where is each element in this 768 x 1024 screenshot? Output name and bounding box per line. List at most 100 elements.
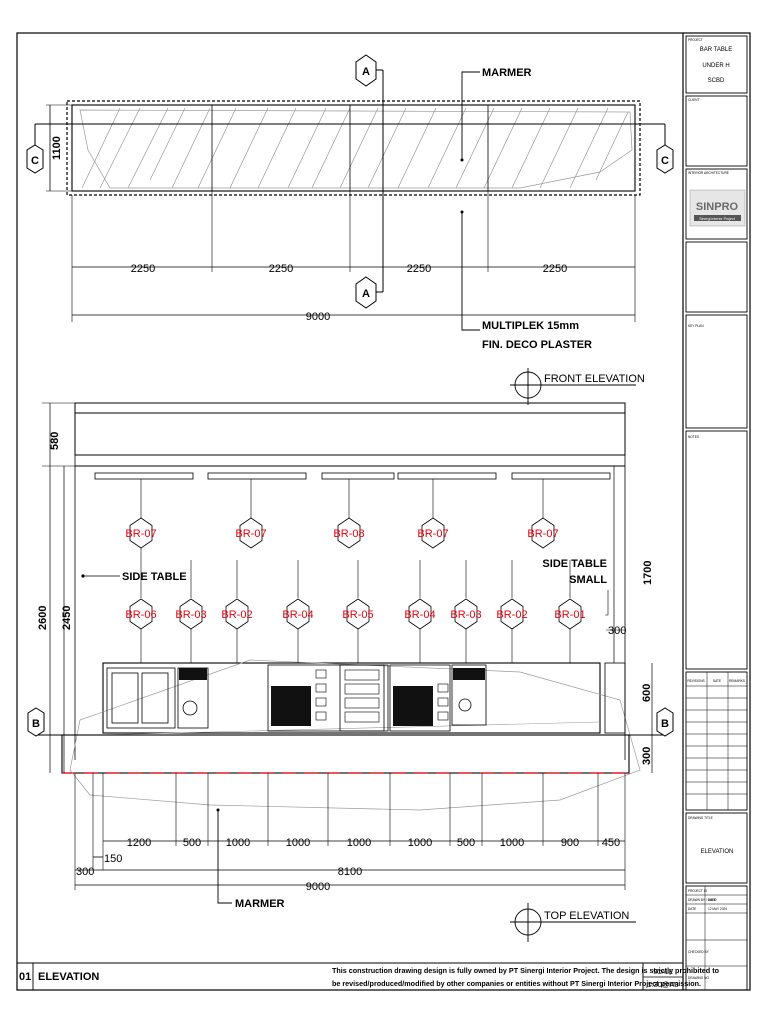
light-tag-label: BR-07 [125, 528, 156, 540]
light-tag-label: BR-02 [496, 609, 527, 621]
top-view [34, 69, 666, 331]
light-tag: BR-08 [333, 517, 365, 549]
svg-text:PROJECT ID: PROJECT ID [688, 889, 708, 893]
light-tag-label: BR-01 [554, 609, 585, 621]
light-tag-label: BR-04 [404, 609, 435, 621]
dim-8100: 8100 [338, 866, 362, 878]
light-tag-label: BR-07 [417, 528, 448, 540]
svg-text:DATE: DATE [688, 907, 696, 911]
svg-text:1000: 1000 [286, 837, 310, 849]
svg-text:2250: 2250 [407, 263, 431, 275]
light-tag-label: BR-05 [342, 609, 373, 621]
svg-text:1000: 1000 [226, 837, 250, 849]
project-line-2: UNDER H [702, 63, 729, 69]
multiplex-label-1: MULTIPLEK 15mm [482, 320, 579, 332]
project-line-1: BAR TABLE [700, 47, 732, 53]
svg-text:1000: 1000 [500, 837, 524, 849]
svg-text:REVISIONS: REVISIONS [687, 679, 704, 683]
light-tag: BR-07 [417, 517, 449, 549]
section-marker-a-top[interactable]: A [355, 54, 377, 87]
svg-text:A: A [362, 66, 370, 78]
notice-line-1: This construction drawing design is full… [332, 966, 720, 975]
side-table-label: SIDE TABLE [122, 571, 187, 583]
scale-label: SCALE [653, 970, 673, 976]
svg-text:DRAWING TITLE: DRAWING TITLE [688, 816, 713, 820]
front-elevation [36, 402, 665, 811]
light-tag: BR-02 [221, 598, 253, 630]
title-block-drawing-title: ELEVATION [701, 849, 734, 855]
notice-line-2: be revised/produced/modified by other co… [332, 979, 701, 988]
project-line-3: SCBD [708, 78, 725, 84]
light-tag-label: BR-03 [450, 609, 481, 621]
svg-text:12 MAY 2024: 12 MAY 2024 [708, 907, 727, 911]
light-tags-lower: BR-06 BR-03 BR-02 BR-04 BR-05 BR-04 BR-03 BR-02… [125, 598, 586, 630]
footer: 01 ELEVATION This construction drawing d… [19, 963, 720, 990]
svg-text:VIN/D: VIN/D [708, 898, 717, 902]
section-marker-b-right[interactable]: B [656, 707, 674, 737]
dim-580: 580 [49, 432, 61, 450]
bottom-segment-dims: 1200 500 1000 1000 1000 1000 500 1000 90… [127, 837, 620, 849]
light-tags-upper: BR-07 BR-07 BR-08 BR-07 BR-07 [125, 517, 559, 549]
light-tag: BR-06 [125, 598, 157, 630]
front-elevation-title-group: FRONT ELEVATION [510, 368, 645, 405]
svg-text:DRAWN BY / DATE: DRAWN BY / DATE [688, 898, 716, 902]
light-tag-label: BR-04 [282, 609, 313, 621]
svg-text:1200: 1200 [127, 837, 151, 849]
svg-text:DRAWING NO: DRAWING NO [688, 976, 709, 980]
light-tag-label: BR-02 [221, 609, 252, 621]
svg-text:1000: 1000 [347, 837, 371, 849]
light-tag: BR-05 [342, 598, 374, 630]
side-table-small-label-1: SIDE TABLE [542, 558, 607, 570]
multiplex-label-2: FIN. DECO PLASTER [482, 339, 592, 351]
svg-text:1000: 1000 [408, 837, 432, 849]
top-elevation-title: TOP ELEVATION [544, 910, 629, 922]
svg-text:B: B [661, 718, 669, 730]
svg-text:2250: 2250 [543, 263, 567, 275]
top-elevation-title-group: TOP ELEVATION [510, 903, 636, 942]
section-marker-c-right[interactable]: C [656, 144, 674, 174]
dim-600: 600 [641, 684, 653, 702]
light-tag: BR-03 [175, 598, 207, 630]
bottom-dimensions [74, 773, 626, 904]
svg-text:Sinergi Interior Project: Sinergi Interior Project [699, 217, 735, 221]
sinpro-logo: SINPRO Sinergi Interior Project [689, 189, 746, 227]
marble-label-bottom: MARMER [235, 898, 285, 910]
svg-text:REMARKS: REMARKS [729, 679, 745, 683]
title-block: PROJECT BAR TABLE UNDER H SCBD CLIENT IN… [685, 35, 748, 991]
dim-300-top: 300 [608, 625, 626, 637]
dim-1700: 1700 [642, 561, 654, 585]
svg-text:DATE: DATE [713, 679, 721, 683]
sheet-number: 01 [19, 971, 31, 983]
dim-150: 150 [104, 853, 122, 865]
svg-text:450: 450 [602, 837, 620, 849]
light-tag: BR-07 [527, 517, 559, 549]
light-tag: BR-02 [496, 598, 528, 630]
light-tag: BR-03 [450, 598, 482, 630]
dim-300-bottom: 300 [641, 747, 653, 765]
light-tag: BR-04 [404, 598, 436, 630]
section-marker-a-bottom[interactable]: A [355, 276, 377, 309]
light-tag-label: BR-06 [125, 609, 156, 621]
light-tag-label: BR-07 [235, 528, 266, 540]
light-tag-label: BR-08 [333, 528, 364, 540]
scale-value: 1:30@A3 [647, 980, 678, 989]
marble-label-top: MARMER [482, 67, 532, 79]
side-table-small-label-2: SMALL [569, 574, 607, 586]
top-total-dim: 9000 [306, 311, 330, 323]
light-tag: BR-01 [554, 598, 586, 630]
svg-text:500: 500 [183, 837, 201, 849]
svg-text:C: C [661, 155, 669, 167]
svg-text:CLIENT: CLIENT [688, 98, 699, 102]
section-marker-c-left[interactable]: C [26, 144, 44, 174]
depth-dim-top: 1100 [51, 136, 63, 160]
svg-text:2250: 2250 [269, 263, 293, 275]
dim-2450: 2450 [61, 606, 73, 630]
svg-text:C: C [31, 155, 39, 167]
section-marker-b-left[interactable]: B [27, 707, 45, 737]
front-elevation-title: FRONT ELEVATION [544, 373, 645, 385]
svg-text:2250: 2250 [131, 263, 155, 275]
light-tag: BR-07 [125, 517, 157, 549]
light-tag-label: BR-03 [175, 609, 206, 621]
light-tag: BR-04 [282, 598, 314, 630]
